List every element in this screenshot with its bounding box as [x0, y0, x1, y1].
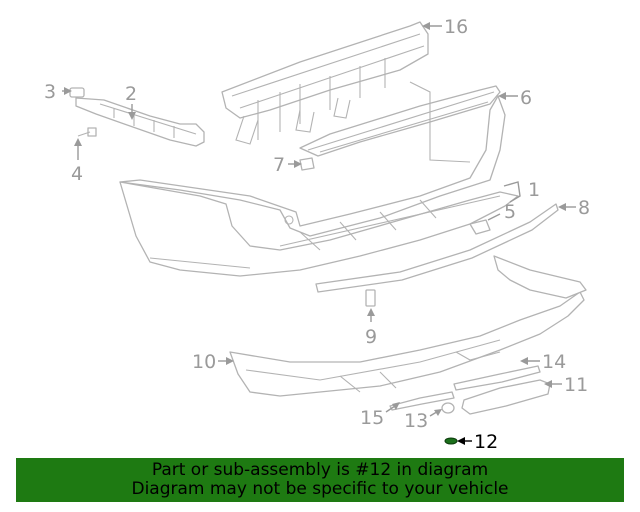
callout-16-label: 16	[444, 16, 468, 38]
callout-16: 16	[422, 16, 468, 38]
callout-6-label: 6	[520, 87, 532, 109]
callout-10: 10	[192, 351, 234, 373]
highlight-banner: Part or sub-assembly is #12 in diagram D…	[16, 458, 624, 502]
part-16-impact-bar	[221, 21, 429, 145]
callout-4-label: 4	[71, 163, 83, 185]
callout-1: 1	[503, 179, 540, 203]
callout-5-label: 5	[504, 201, 516, 223]
part-12-highlighted	[444, 437, 458, 445]
part-13-plug	[441, 402, 455, 414]
callout-11: 11	[544, 374, 588, 396]
callout-8: 8	[558, 197, 590, 219]
callout-6: 6	[498, 87, 532, 109]
callout-13-label: 13	[404, 410, 428, 432]
parts-diagram: 16 6 3 2 4 7 1 5 8 9	[44, 16, 590, 453]
callout-1-label: 1	[528, 179, 540, 201]
callout-14: 14	[520, 351, 566, 373]
callout-15-label: 15	[360, 407, 384, 429]
part-11-skid-plate	[461, 379, 551, 415]
callout-9-label: 9	[365, 326, 377, 348]
callout-3-label: 3	[44, 81, 56, 103]
part-14-trim-strip	[453, 365, 541, 391]
callout-3: 3	[44, 81, 72, 103]
callout-12-label: 12	[474, 431, 498, 453]
part-10-lower-valance	[229, 255, 587, 397]
callout-7-label: 7	[273, 154, 285, 176]
part-7-clip	[299, 157, 315, 171]
callout-2-label: 2	[125, 83, 137, 105]
part-3-clip	[69, 87, 85, 98]
part-4-bolt	[77, 127, 97, 137]
part-5-trim	[469, 219, 491, 235]
callout-14-label: 14	[542, 351, 566, 373]
callout-5: 5	[487, 201, 516, 223]
part-15-strip	[389, 391, 455, 411]
part-8-molding	[315, 203, 559, 293]
callout-10-label: 10	[192, 351, 216, 373]
callout-11-label: 11	[564, 374, 588, 396]
callout-8-label: 8	[578, 197, 590, 219]
part-9-insert	[365, 289, 376, 307]
callout-15: 15	[360, 402, 400, 429]
part-6-step-pad	[299, 81, 501, 163]
callout-2: 2	[125, 83, 137, 120]
banner-line-2: Diagram may not be specific to your vehi…	[131, 479, 509, 499]
part-1-bumper-fascia	[119, 95, 519, 277]
callout-12: 12	[457, 431, 498, 453]
part-2-bracket	[75, 97, 205, 147]
banner-line-1: Part or sub-assembly is #12 in diagram	[151, 460, 489, 480]
callout-7: 7	[273, 154, 302, 176]
callout-4: 4	[71, 138, 83, 185]
callout-9: 9	[365, 308, 377, 348]
callout-13: 13	[404, 409, 442, 432]
